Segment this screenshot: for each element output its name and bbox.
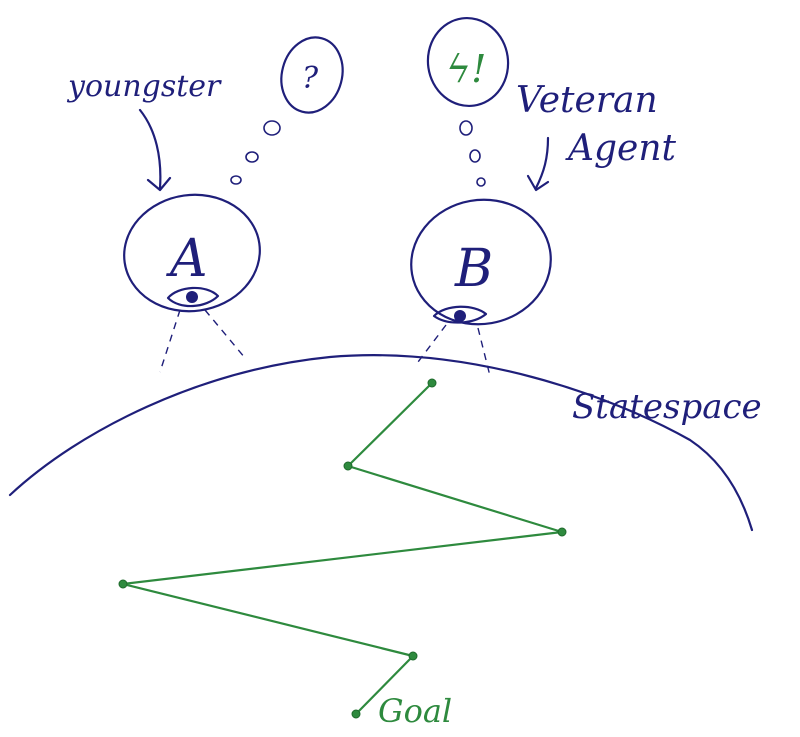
agent-a-thought-text: ? <box>302 61 319 96</box>
agent-b-thought-bubble <box>426 16 510 108</box>
statespace-curve <box>8 354 754 532</box>
agent-b-head <box>410 198 552 326</box>
agent-b-thought-dot-1 <box>476 177 486 187</box>
agent-a-view-right <box>204 309 246 359</box>
path-node-4 <box>118 579 128 589</box>
agent-a-eye-icon <box>166 286 220 308</box>
agent-b-thought-dot-2 <box>469 149 481 163</box>
agent-b: B ϟ! <box>410 16 552 377</box>
agent-a-thought-dot-2 <box>245 151 259 163</box>
agent-b-thought-text: ϟ! <box>446 47 486 91</box>
path-node-goal <box>351 709 361 719</box>
agent-a: A ? <box>123 36 344 373</box>
agent-a-thought-bubble <box>280 36 344 114</box>
agent-b-thought-dot-3 <box>459 120 473 136</box>
arrow-youngster <box>138 108 172 192</box>
agent-b-view-left <box>417 324 447 363</box>
agent-a-view-left <box>159 309 181 373</box>
agent-a-thought-dot-1 <box>230 175 242 185</box>
label-statespace: Statespace <box>572 387 762 427</box>
agent-a-head <box>123 193 261 313</box>
path-node-3 <box>557 527 567 537</box>
search-path <box>121 381 564 716</box>
agent-b-view-right <box>477 327 491 377</box>
label-youngster: youngster <box>66 69 222 104</box>
label-goal: Goal <box>378 692 452 730</box>
label-veteran-line2: Agent <box>565 128 677 169</box>
agent-a-thought-dot-3 <box>263 120 281 136</box>
path-node-1 <box>427 378 437 388</box>
path-node-2 <box>343 461 353 471</box>
agent-b-letter: B <box>454 239 493 299</box>
agent-b-eye-icon <box>432 305 488 324</box>
path-node-5 <box>408 651 418 661</box>
label-veteran-line1: Veteran <box>516 80 658 121</box>
arrow-veteran <box>526 136 550 192</box>
agent-a-letter: A <box>166 229 208 289</box>
